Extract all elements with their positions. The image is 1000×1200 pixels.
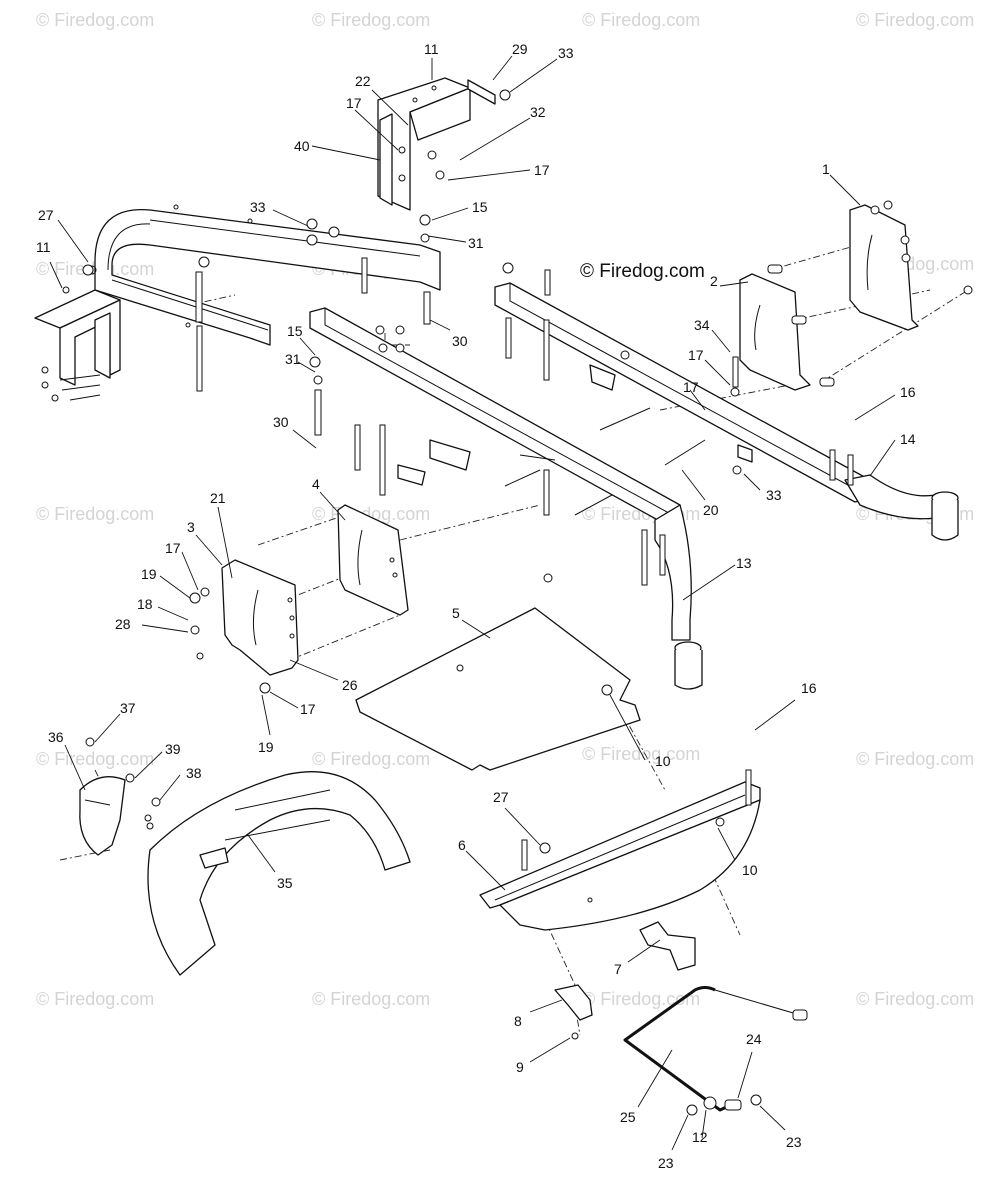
watermark: © Firedog.com xyxy=(582,989,700,1009)
callout-27: 27 xyxy=(38,207,54,223)
callout-26: 26 xyxy=(342,677,358,693)
callout-11: 11 xyxy=(424,41,439,57)
watermark: © Firedog.com xyxy=(36,504,154,524)
callout-6: 6 xyxy=(458,837,466,853)
fender-36 xyxy=(79,776,126,856)
spacers xyxy=(767,264,835,387)
crossbar-upper xyxy=(494,282,871,503)
callout-11: 11 xyxy=(36,239,51,255)
watermark: © Firedog.com xyxy=(856,989,974,1009)
callout-12: 12 xyxy=(692,1129,708,1145)
callout-17: 17 xyxy=(165,540,181,556)
bracket-7 xyxy=(639,921,696,971)
watermark: © Firedog.com xyxy=(36,989,154,1009)
callout-36: 36 xyxy=(48,729,64,745)
callout-16: 16 xyxy=(900,384,916,400)
callout-31: 31 xyxy=(468,235,484,251)
plate-29 xyxy=(467,79,496,105)
mount-bracket-upper xyxy=(377,77,471,211)
callout-33: 33 xyxy=(250,199,266,215)
callout-3: 3 xyxy=(187,519,195,535)
callout-7: 7 xyxy=(614,961,622,977)
callout-19: 19 xyxy=(141,566,157,582)
rod-25 xyxy=(623,986,808,1112)
callout-17: 17 xyxy=(683,379,699,395)
watermark: © Firedog.com xyxy=(582,10,700,30)
callout-21: 21 xyxy=(210,490,226,506)
bracket-8 xyxy=(554,984,593,1021)
callout-39: 39 xyxy=(165,741,181,757)
watermark: © Firedog.com xyxy=(856,749,974,769)
callout-10: 10 xyxy=(742,862,758,878)
callout-30: 30 xyxy=(273,414,289,430)
callout-28: 28 xyxy=(115,616,131,632)
leader-lines xyxy=(49,55,896,1151)
mount-bracket-left xyxy=(34,265,121,386)
callout-17: 17 xyxy=(300,701,316,717)
callout-33: 33 xyxy=(558,45,574,61)
callout-13: 13 xyxy=(736,555,752,571)
callout-14: 14 xyxy=(900,431,916,447)
callout-27: 27 xyxy=(493,789,509,805)
callout-10: 10 xyxy=(655,753,671,769)
callout-15: 15 xyxy=(287,323,303,339)
watermark: © Firedog.com xyxy=(36,10,154,30)
callout-25: 25 xyxy=(620,1109,636,1125)
callout-35: 35 xyxy=(277,875,293,891)
callout-20: 20 xyxy=(703,502,719,518)
callout-5: 5 xyxy=(452,605,460,621)
callout-17: 17 xyxy=(534,162,550,178)
callout-18: 18 xyxy=(137,596,153,612)
mount-plate-1 xyxy=(849,204,919,331)
watermark: © Firedog.com xyxy=(582,744,700,764)
hardware xyxy=(41,89,973,1116)
callout-15: 15 xyxy=(472,199,488,215)
callout-19: 19 xyxy=(258,739,274,755)
callout-8: 8 xyxy=(514,1013,522,1029)
rear-loop-frame xyxy=(94,204,441,346)
watermark: © Firedog.com xyxy=(312,989,430,1009)
callout-24: 24 xyxy=(746,1031,762,1047)
floor-plate-5 xyxy=(355,607,641,771)
watermark: © Firedog.com xyxy=(312,749,430,769)
mount-plate-3 xyxy=(221,559,299,676)
skid-plate-6 xyxy=(479,781,761,931)
callout-2: 2 xyxy=(710,273,718,289)
watermark: © Firedog.com xyxy=(36,749,154,769)
callout-4: 4 xyxy=(312,476,320,492)
callout-38: 38 xyxy=(186,765,202,781)
callout-23: 23 xyxy=(786,1134,802,1150)
callout-17: 17 xyxy=(688,347,704,363)
callout-22: 22 xyxy=(355,73,371,89)
fender-35 xyxy=(147,771,411,976)
callout-33: 33 xyxy=(766,487,782,503)
mount-plate-2 xyxy=(739,273,811,391)
mount-plate-4 xyxy=(337,504,409,616)
callout-17: 17 xyxy=(346,95,362,111)
watermark: © Firedog.com xyxy=(312,10,430,30)
callout-40: 40 xyxy=(294,138,310,154)
callout-1: 1 xyxy=(822,161,830,177)
callout-9: 9 xyxy=(516,1059,524,1075)
callout-23: 23 xyxy=(658,1155,674,1171)
brand-label: © Firedog.com xyxy=(580,261,705,282)
callout-30: 30 xyxy=(452,333,468,349)
callout-labels: 11 22 29 33 32 17 40 17 1 27 33 15 31 11… xyxy=(36,41,916,1171)
callout-32: 32 xyxy=(530,104,546,120)
side-rail-13 xyxy=(654,504,703,690)
callout-37: 37 xyxy=(120,700,136,716)
callout-29: 29 xyxy=(512,41,528,57)
callout-31: 31 xyxy=(285,351,301,367)
watermark: © Firedog.com xyxy=(856,10,974,30)
side-rail-14 xyxy=(844,474,959,541)
callout-34: 34 xyxy=(694,317,710,333)
callout-16: 16 xyxy=(801,680,817,696)
crossbar-lower xyxy=(309,307,681,525)
